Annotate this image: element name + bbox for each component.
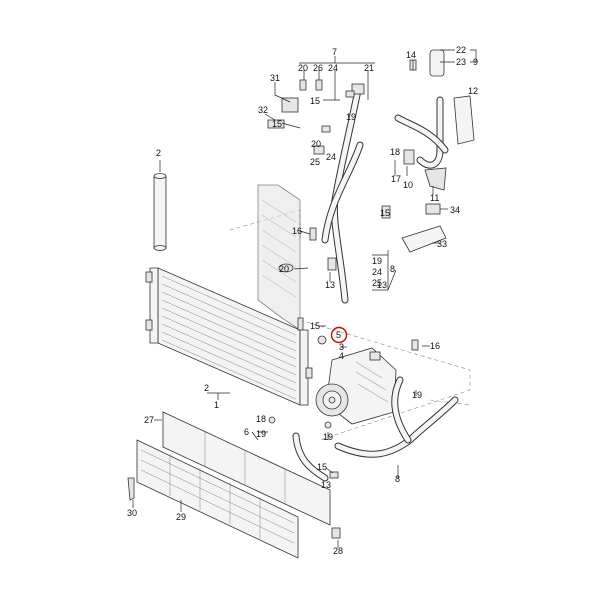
callout-15-d: 15 [310, 321, 320, 331]
air-guide [162, 411, 331, 526]
callout-21: 21 [364, 63, 374, 73]
callout-20-b: 20 [311, 139, 321, 149]
callout-8-right: 8 [390, 264, 395, 274]
callout-26: 26 [313, 63, 323, 73]
callout-16-b: 16 [430, 341, 440, 351]
callout-3: 3 [339, 342, 344, 352]
callout-25-a: 25 [310, 157, 320, 167]
callout-4: 4 [339, 351, 344, 361]
callout-25-b: 25 [372, 278, 382, 288]
callout-2-bottom: 2 [204, 383, 209, 393]
callout-23: 23 [456, 57, 466, 67]
callout-7: 7 [332, 47, 337, 57]
grille [136, 439, 299, 559]
hose-lower [292, 376, 459, 482]
callout-15-e: 15 [317, 462, 327, 472]
callout-15-b: 15 [272, 119, 282, 129]
callout-6: 6 [244, 427, 249, 437]
callout-34: 34 [450, 205, 460, 215]
callout-13-a: 13 [325, 280, 335, 290]
callout-13-b: 13 [377, 280, 387, 290]
callout-28: 28 [333, 546, 343, 556]
receiver-dryer [153, 173, 167, 251]
callout-27: 27 [144, 415, 154, 425]
callout-16-a: 16 [292, 226, 302, 236]
callout-24-b: 24 [326, 152, 336, 162]
callout-8-bottom: 8 [395, 474, 400, 484]
callout-15-c: 15 [380, 208, 390, 218]
clip-bracket [127, 477, 135, 501]
callout-2-top: 2 [156, 148, 161, 158]
callout-19-b: 19 [372, 256, 382, 266]
callout-20: 20 [298, 63, 308, 73]
callout-18-b: 18 [256, 414, 266, 424]
callout-10: 10 [403, 180, 413, 190]
callout-22: 22 [456, 45, 466, 55]
callout-18: 18 [390, 147, 400, 157]
callout-32: 32 [258, 105, 268, 115]
callout-19-c: 19 [412, 390, 422, 400]
callout-17: 17 [391, 174, 401, 184]
leader-lines [132, 49, 477, 548]
callout-19-e: 19 [323, 432, 333, 442]
mounting-plate [453, 95, 475, 145]
highlight-ring [330, 326, 348, 344]
callout-12: 12 [468, 86, 478, 96]
callout-14: 14 [406, 50, 416, 60]
callout-30: 30 [127, 508, 137, 518]
callout-33: 33 [437, 239, 447, 249]
radiator [257, 184, 301, 331]
hose-upper [321, 49, 449, 304]
callout-9: 9 [473, 57, 478, 67]
callout-labels: 7 20 26 24 21 22 23 9 14 12 31 32 15 15 … [127, 45, 478, 556]
callout-11: 11 [430, 193, 439, 203]
callout-1: 1 [214, 400, 219, 410]
callout-13-c: 13 [321, 480, 331, 490]
callout-31: 31 [270, 73, 280, 83]
callout-15-a: 15 [310, 96, 320, 106]
callout-29: 29 [176, 512, 186, 522]
callout-19-d: 19 [256, 429, 266, 439]
compressor [315, 347, 397, 425]
condenser [145, 267, 313, 406]
bracket-set [401, 167, 447, 253]
callout-19-a: 19 [346, 112, 356, 122]
callout-24-c: 24 [372, 267, 382, 277]
callout-5: 5 [336, 330, 341, 340]
callout-20-c: 20 [279, 264, 289, 274]
callout-24: 24 [328, 63, 338, 73]
